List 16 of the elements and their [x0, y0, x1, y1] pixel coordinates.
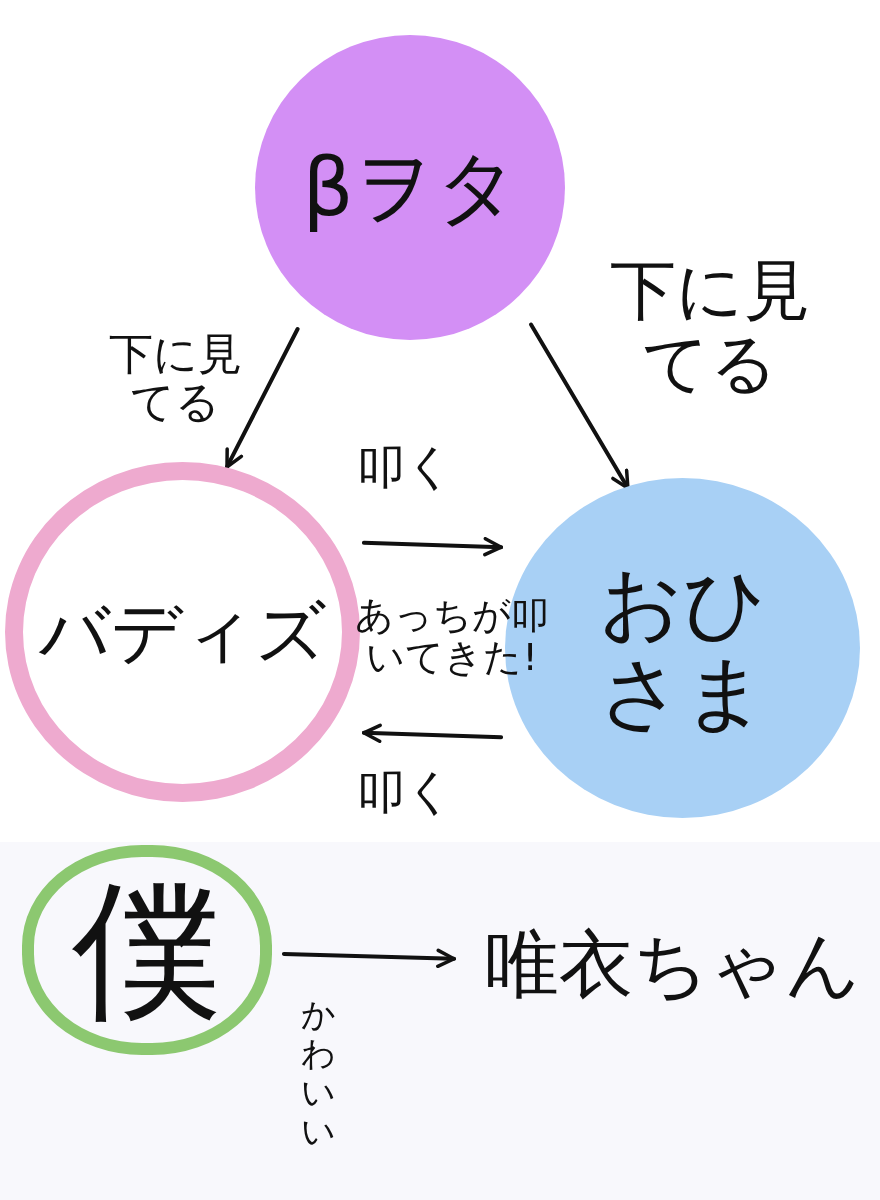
arrow: [361, 723, 504, 744]
arrow: [281, 948, 456, 969]
node-label: 僕: [72, 867, 222, 1033]
edge-label: 叩く: [355, 765, 455, 818]
arrow: [225, 327, 300, 469]
note-text: あっちが叩いてきた!: [354, 595, 550, 679]
ring: [22, 845, 272, 1055]
edge-label: 叩く: [355, 440, 455, 493]
arrow: [361, 536, 504, 557]
node-label: おひさま: [597, 557, 768, 739]
edge-label: 下に見てる: [609, 255, 811, 401]
edge-label: 下に見てる: [107, 330, 243, 427]
edge-label: かわいい: [300, 995, 337, 1152]
node-label: 唯衣ちゃん: [485, 924, 861, 1006]
node-label: バディズ: [38, 593, 327, 671]
node-label: βヲタ: [302, 143, 518, 232]
